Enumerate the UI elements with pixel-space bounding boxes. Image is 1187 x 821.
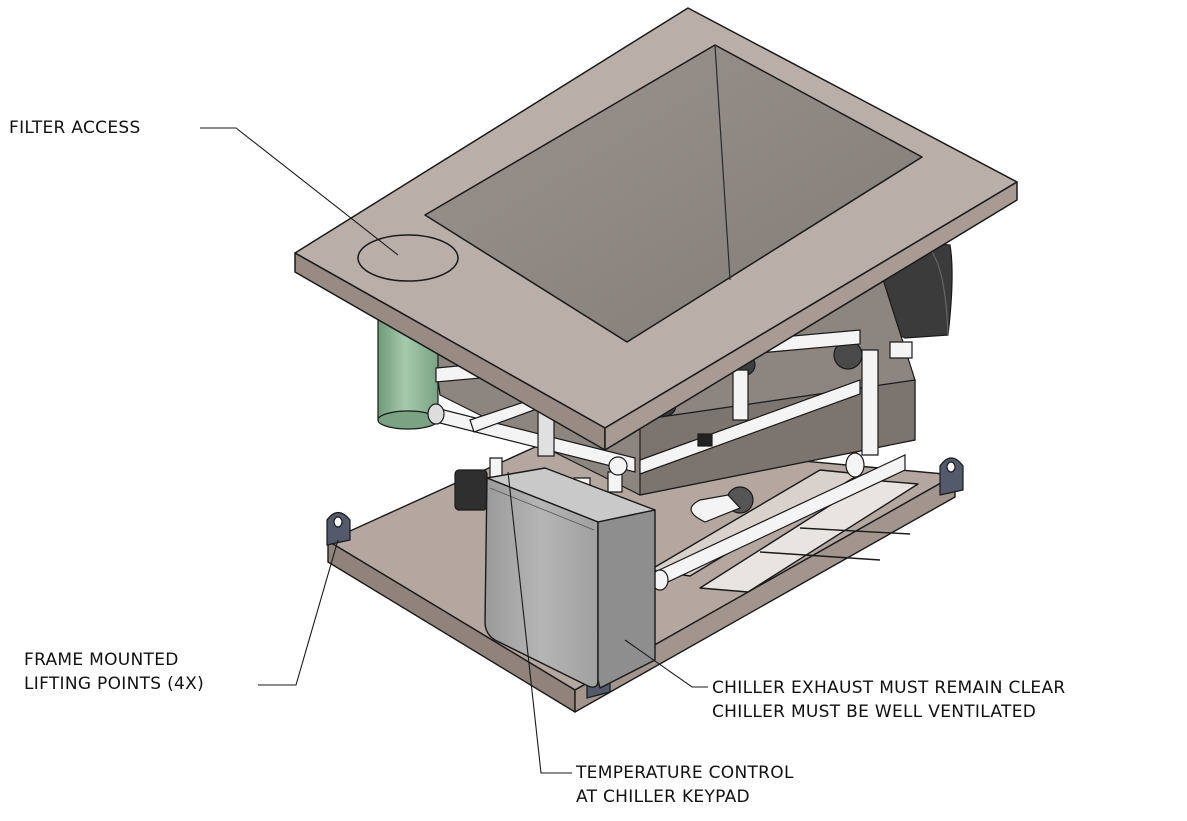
callout-filter-access-text: FILTER ACCESS (9, 118, 141, 138)
leader-lifting-points (258, 539, 339, 686)
callout-lifting-points-line2: LIFTING POINTS (4X) (24, 674, 205, 694)
frame-opening-1 (699, 479, 919, 593)
callout-temperature-control-line2: AT CHILLER KEYPAD (576, 787, 750, 807)
callout-lifting-points-line1: FRAME MOUNTED (24, 650, 179, 670)
leader-lines (200, 127, 708, 774)
chiller-side (597, 509, 656, 689)
chiller (484, 467, 656, 689)
chiller-front (484, 477, 599, 688)
leader-chiller-exhaust (624, 639, 708, 688)
callout-temperature-control-line1: TEMPERATURE CONTROL (576, 763, 794, 783)
callout-filter-access: FILTER ACCESS (9, 117, 141, 139)
leader-filter-access (200, 127, 399, 256)
lifting-lug-back-right (939, 457, 964, 496)
top-plate (294, 7, 1018, 451)
filter-access-hatch (357, 234, 459, 282)
lifting-lug-front-left (326, 511, 351, 546)
leader-temperature-control (507, 471, 572, 774)
callout-chiller-exhaust-line1: CHILLER EXHAUST MUST REMAIN CLEAR (712, 678, 1066, 698)
basin-fold (714, 44, 731, 281)
callout-chiller-exhaust: CHILLER EXHAUST MUST REMAIN CLEAR CHILLE… (712, 677, 1066, 723)
callout-temperature-control: TEMPERATURE CONTROL AT CHILLER KEYPAD (576, 762, 794, 808)
frame-right-edge (574, 474, 956, 713)
callout-lifting-points: FRAME MOUNTED LIFTING POINTS (4X) (24, 649, 204, 695)
callout-chiller-exhaust-line2: CHILLER MUST BE WELL VENTILATED (712, 702, 1037, 722)
basin-opening (424, 44, 923, 343)
top-plate-right-edge (604, 181, 1018, 451)
